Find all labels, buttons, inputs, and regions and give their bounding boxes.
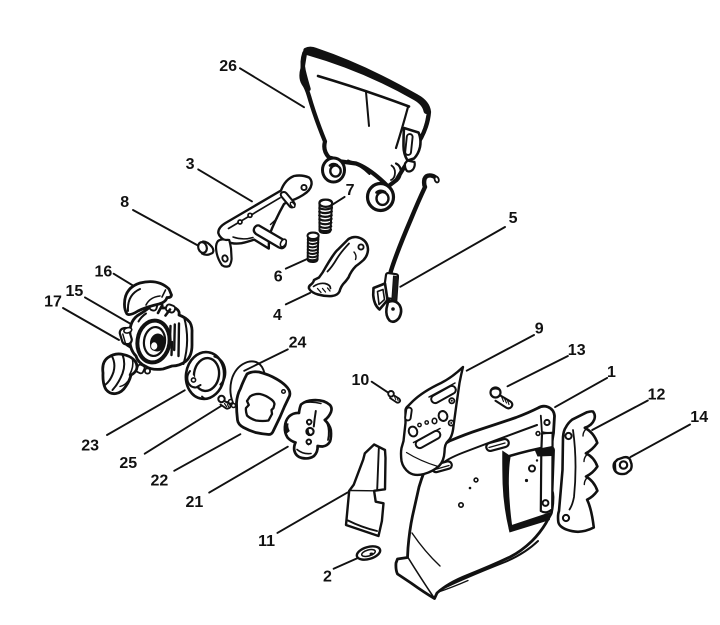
svg-text:3: 3: [186, 156, 195, 173]
svg-text:21: 21: [186, 494, 204, 511]
svg-text:15: 15: [66, 283, 84, 300]
svg-text:16: 16: [95, 264, 113, 281]
svg-text:23: 23: [81, 438, 99, 455]
svg-text:11: 11: [258, 533, 275, 550]
svg-text:10: 10: [352, 372, 370, 389]
svg-text:6: 6: [274, 269, 283, 286]
svg-text:24: 24: [289, 335, 307, 352]
svg-text:9: 9: [535, 320, 544, 337]
svg-text:22: 22: [151, 473, 169, 490]
svg-text:5: 5: [509, 210, 518, 227]
svg-text:14: 14: [690, 409, 708, 426]
svg-text:26: 26: [219, 58, 237, 75]
svg-text:8: 8: [120, 194, 129, 211]
svg-text:7: 7: [346, 182, 355, 199]
svg-text:17: 17: [44, 294, 62, 311]
svg-text:25: 25: [119, 455, 137, 472]
svg-text:4: 4: [273, 307, 282, 324]
svg-text:2: 2: [323, 569, 332, 586]
svg-text:13: 13: [568, 342, 586, 359]
svg-text:1: 1: [607, 364, 616, 381]
svg-text:12: 12: [648, 387, 666, 404]
